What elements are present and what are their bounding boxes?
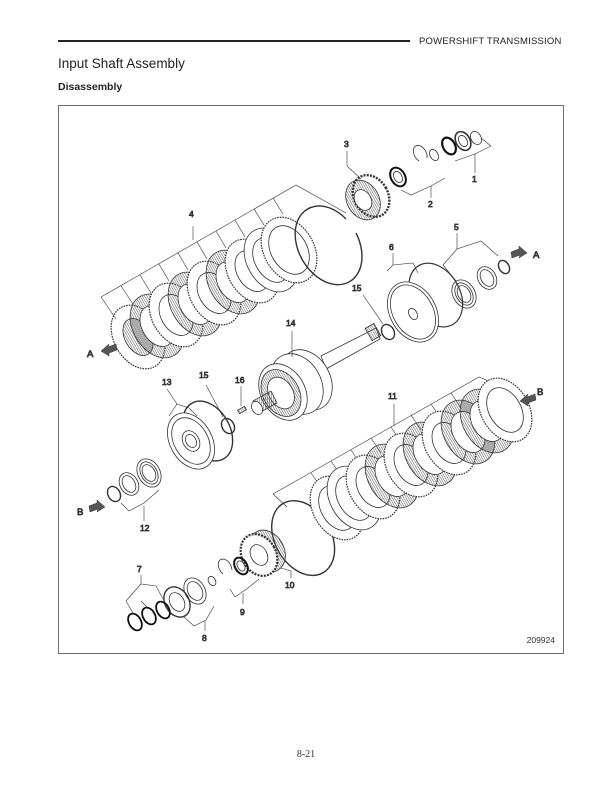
section-title: Disassembly — [58, 81, 123, 93]
callout-16: 16 — [235, 375, 245, 385]
part-12-spring-set — [106, 458, 162, 521]
callout-13: 13 — [162, 377, 172, 387]
input-shaft-exploded-diagram: 1 2 3 — [77, 130, 544, 643]
part-6-piston — [386, 253, 464, 343]
view-arrow-a-right — [510, 245, 528, 259]
part-2-bearing-set — [389, 145, 446, 198]
part-8-bearing-set — [163, 577, 215, 631]
callout-8: 8 — [202, 633, 207, 643]
callout-15-lower: 15 — [199, 370, 209, 380]
callout-11: 11 — [388, 391, 397, 401]
part-4-clutch-pack — [100, 184, 363, 370]
callout-3: 3 — [344, 139, 349, 149]
callout-12: 12 — [140, 523, 150, 533]
callout-7: 7 — [137, 564, 142, 574]
view-arrow-b-right — [519, 393, 537, 407]
figure-id: 209924 — [526, 635, 555, 645]
header-rule — [58, 40, 410, 42]
arrow-label-b-left: B — [77, 507, 83, 518]
arrow-label-a-right: A — [533, 250, 540, 261]
part-3-gear — [345, 151, 391, 221]
page-title: Input Shaft Assembly — [58, 56, 185, 71]
callout-5: 5 — [454, 222, 459, 232]
view-arrow-a-left — [100, 343, 118, 357]
exploded-view-figure: 1 2 3 — [58, 105, 564, 654]
callout-4: 4 — [189, 209, 194, 219]
part-5-spring-set — [442, 233, 511, 309]
callout-14: 14 — [286, 318, 296, 328]
arrow-label-a-left: A — [87, 349, 94, 360]
callout-1: 1 — [472, 174, 477, 184]
part-15-seal-ring-upper — [362, 294, 396, 341]
arrow-label-b-right: B — [537, 387, 543, 398]
callout-9: 9 — [240, 607, 245, 617]
page-number: 8-21 — [296, 749, 316, 760]
part-9-bearing-set — [207, 556, 260, 604]
part-11-clutch-pack — [271, 376, 533, 577]
header-section-label: POWERSHIFT TRANSMISSION — [419, 36, 562, 47]
part-1-ring-set — [441, 130, 492, 173]
callout-15-upper: 15 — [352, 283, 362, 293]
part-16-pin — [236, 386, 248, 415]
part-7-seal-rings — [125, 575, 171, 632]
part-13-piston — [166, 388, 234, 470]
callout-10: 10 — [285, 580, 295, 590]
callout-6: 6 — [389, 242, 394, 252]
part-15-seal-ring-lower — [205, 384, 236, 435]
callout-2: 2 — [428, 199, 433, 209]
part-14-input-shaft — [251, 322, 382, 421]
part-10-gear — [239, 529, 292, 578]
view-arrow-b-left — [88, 499, 106, 513]
